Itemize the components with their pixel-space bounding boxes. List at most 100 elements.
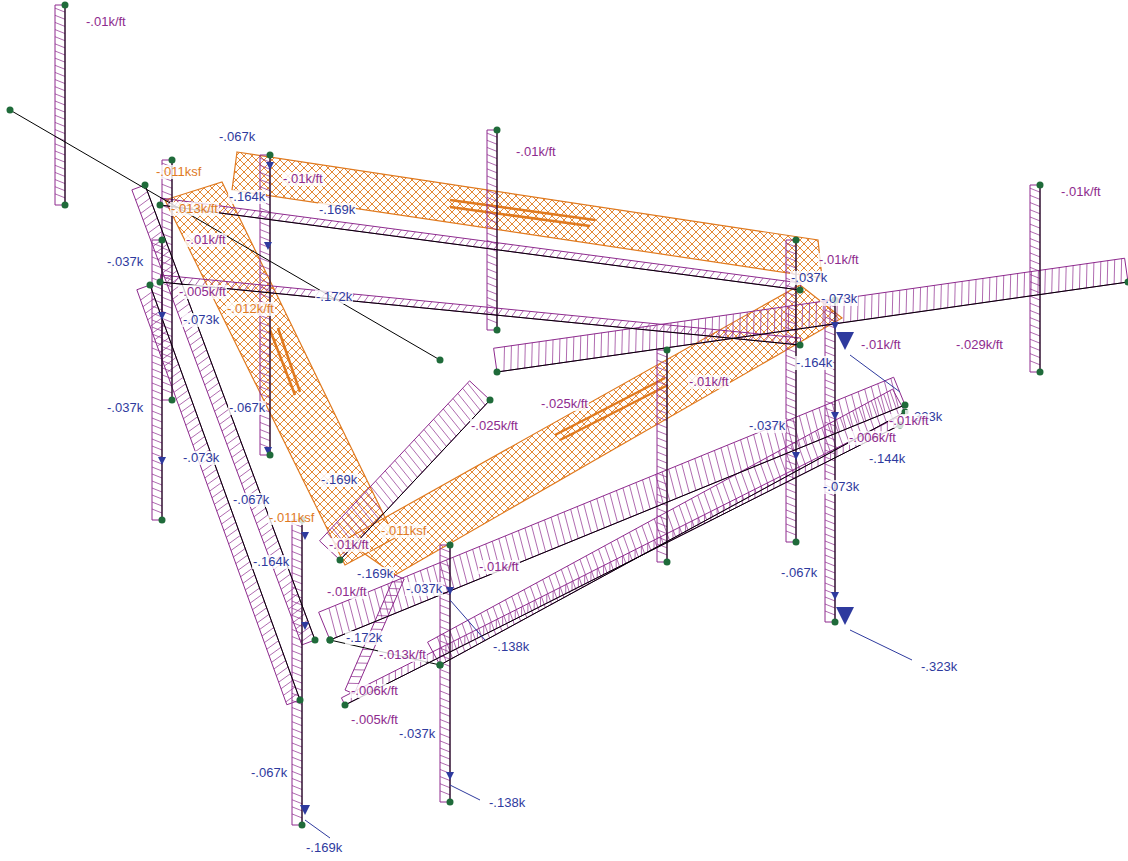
load-hatch xyxy=(786,405,796,409)
load-hatch xyxy=(859,407,868,432)
load-hatch xyxy=(401,667,402,676)
frame-member xyxy=(497,130,498,330)
distributed-load xyxy=(137,285,300,705)
load-hatch xyxy=(1107,261,1109,285)
load-hatch xyxy=(698,319,700,343)
load-hatch xyxy=(691,320,693,344)
load-hatch xyxy=(565,585,566,594)
load-hatch xyxy=(605,546,614,571)
load-hatch xyxy=(594,334,596,358)
load-hatch xyxy=(527,604,528,613)
load-value: -.144k xyxy=(868,452,906,466)
load-hatch xyxy=(429,424,447,446)
load-hatch xyxy=(376,227,381,233)
load-hatch xyxy=(360,656,371,657)
load-hatch xyxy=(786,524,796,528)
load-hatch xyxy=(55,194,65,198)
distributed-load xyxy=(341,418,900,705)
load-hatch xyxy=(657,360,667,364)
load-hatch xyxy=(414,661,415,670)
load-hatch xyxy=(397,230,402,236)
load-hatch xyxy=(607,332,609,356)
load-hatch xyxy=(580,559,589,584)
point-load xyxy=(264,242,272,250)
load-hatch xyxy=(802,304,804,328)
load-hatch xyxy=(825,422,835,426)
load-value: -.073k xyxy=(822,480,860,494)
load-hatch xyxy=(786,292,796,296)
load-hatch xyxy=(361,497,379,519)
load-hatch xyxy=(55,58,65,62)
load-hatch xyxy=(351,507,369,529)
load-hatch xyxy=(260,322,270,326)
load-hatch xyxy=(287,288,292,295)
load-hatch xyxy=(255,608,267,617)
load-value: -.067k xyxy=(228,401,266,415)
load-value: -.172k xyxy=(315,290,353,304)
load-hatch xyxy=(657,530,667,534)
load-hatch xyxy=(440,577,450,581)
load-hatch xyxy=(230,208,235,214)
load-hatch xyxy=(440,634,450,638)
load-hatch xyxy=(628,329,630,353)
load-hatch xyxy=(222,422,234,431)
load-hatch xyxy=(825,576,835,580)
load-hatch xyxy=(55,130,65,134)
load-hatch xyxy=(597,569,598,578)
load-hatch xyxy=(152,397,162,401)
load-hatch xyxy=(487,240,497,244)
load-hatch xyxy=(601,333,603,357)
load-hatch xyxy=(641,547,642,556)
load-hatch xyxy=(786,313,796,317)
load-hatch xyxy=(649,477,657,506)
load-hatch xyxy=(440,627,450,631)
load-hatch xyxy=(260,280,270,284)
load-hatch xyxy=(628,553,629,562)
load-hatch xyxy=(174,384,186,393)
load-hatch xyxy=(294,289,299,296)
load-hatch xyxy=(596,318,601,325)
load-hatch xyxy=(371,629,382,630)
load-hatch xyxy=(236,555,248,564)
joint xyxy=(664,347,671,354)
load-hatch xyxy=(825,471,835,475)
load-hatch xyxy=(464,636,465,645)
load-hatch xyxy=(376,481,394,503)
load-hatch xyxy=(380,476,398,498)
load-hatch xyxy=(55,37,65,41)
load-hatch xyxy=(695,459,703,488)
load-hatch xyxy=(162,382,172,386)
load-hatch xyxy=(559,588,560,597)
load-hatch xyxy=(878,293,880,317)
load-hatch xyxy=(276,667,288,676)
load-hatch xyxy=(292,566,302,570)
load-hatch xyxy=(786,369,796,373)
distributed-load xyxy=(657,350,667,562)
load-hatch xyxy=(440,791,450,795)
load-hatch xyxy=(635,550,636,559)
load-value: -.011ksf xyxy=(155,165,202,179)
load-hatch xyxy=(968,280,970,304)
load-hatch xyxy=(825,338,835,342)
load-hatch xyxy=(191,430,203,439)
load-hatch xyxy=(723,273,728,279)
load-hatch xyxy=(597,499,605,528)
load-hatch xyxy=(260,251,270,255)
load-hatch xyxy=(152,306,162,310)
load-hatch xyxy=(264,634,276,643)
load-hatch xyxy=(786,440,796,444)
load-hatch xyxy=(786,257,796,261)
load-hatch xyxy=(243,575,255,584)
load-hatch xyxy=(698,518,699,527)
load-value: -.01k/ft xyxy=(85,15,127,29)
load-hatch xyxy=(758,334,763,341)
load-hatch xyxy=(1030,231,1040,235)
load-hatch xyxy=(558,515,566,544)
load-hatch xyxy=(368,592,376,621)
load-hatch xyxy=(420,301,425,308)
load-hatch xyxy=(409,445,427,467)
load-hatch xyxy=(825,562,835,566)
load-value: -.138k xyxy=(492,640,530,654)
load-hatch xyxy=(260,222,270,226)
frame-member xyxy=(667,350,668,562)
